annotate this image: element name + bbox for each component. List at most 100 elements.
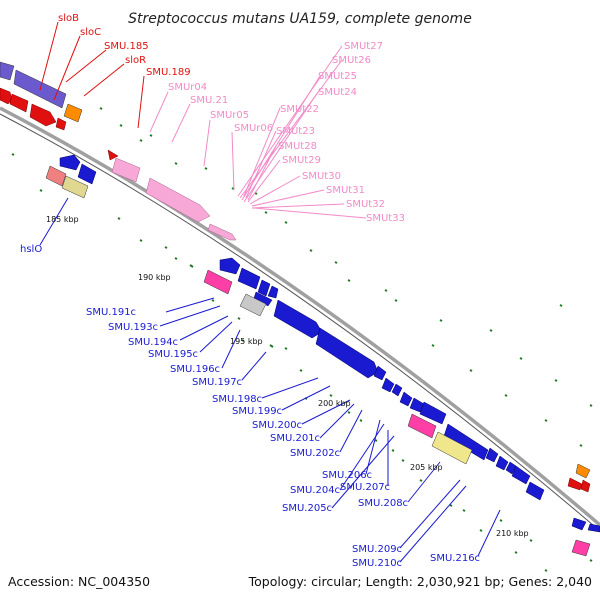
gene-blue-4	[237, 267, 261, 290]
gene-label: SMU.185	[104, 41, 149, 52]
topology-summary-text: Topology: circular; Length: 2,030,921 bp…	[248, 574, 592, 589]
gene-label: SMUt29	[282, 155, 321, 166]
gene-label: SMU.216c	[430, 553, 480, 564]
gene-salmon	[45, 165, 67, 187]
gene-blue-23	[587, 523, 600, 533]
gene-blue-13	[399, 391, 413, 407]
gene-label: sloC	[80, 27, 101, 38]
genome-backbone-inner	[0, 113, 600, 532]
gene-pink-1	[111, 157, 141, 183]
gene-red-7	[580, 479, 591, 493]
gene-label: SMUr04	[168, 82, 207, 93]
gene-label: SMU.206c	[322, 470, 372, 481]
gene-pink-3	[207, 223, 237, 241]
red-gene-features	[0, 87, 591, 493]
gene-label: SMU.191c	[86, 307, 136, 318]
gene-label: hslO	[20, 244, 42, 255]
gene-blue-22	[571, 517, 587, 531]
map-title: Streptococcus mutans UA159, complete gen…	[128, 11, 472, 27]
gene-label: SMU.194c	[128, 337, 178, 348]
gene-label: SMU.202c	[290, 448, 340, 459]
gene-red-6	[567, 477, 583, 491]
gene-magenta-1	[203, 269, 233, 295]
gene-blue-5	[257, 279, 271, 297]
gene-blue-9	[315, 327, 379, 379]
scale-label: 195 kbp	[230, 337, 263, 346]
gene-purple-1	[0, 61, 15, 81]
gene-label: SMUr05	[210, 110, 249, 121]
gene-label: sloB	[58, 13, 79, 24]
scale-label: 190 kbp	[138, 273, 171, 282]
gene-label: SMUt33	[366, 213, 405, 224]
gene-label: SMU.205c	[282, 503, 332, 514]
gene-blue-11	[381, 377, 395, 393]
gene-label: SMU.208c	[358, 498, 408, 509]
gene-label: SMU.200c	[252, 420, 302, 431]
gene-blue-19	[505, 461, 517, 475]
gene-label: SMUt30	[302, 171, 341, 182]
gene-blue-20	[511, 465, 531, 485]
gene-blue-16	[443, 423, 489, 461]
gene-label: SMU.201c	[270, 433, 320, 444]
accession-text: Accession: NC_004350	[8, 574, 150, 589]
gene-khaki-2	[431, 431, 473, 465]
gene-label: SMU.193c	[108, 322, 158, 333]
pink-gene-features	[111, 157, 237, 241]
gene-label: SMU.196c	[170, 364, 220, 375]
gene-magenta-2	[407, 413, 437, 439]
scale-label: 200 kbp	[318, 399, 351, 408]
gene-label: SMU.209c	[352, 544, 402, 555]
misc-gene-features	[45, 165, 591, 557]
scale-label: 205 kbp	[410, 463, 443, 472]
gene-blue-18	[495, 455, 509, 471]
gene-label: SMU.210c	[352, 558, 402, 569]
gene-red-3	[29, 103, 57, 127]
gene-label: SMUt26	[332, 55, 371, 66]
label-connectors-blue	[39, 197, 501, 563]
gene-label: SMU.198c	[212, 394, 262, 405]
gene-label: SMU.199c	[232, 406, 282, 417]
gene-blue-3	[219, 257, 241, 275]
gene-blue-6	[267, 285, 279, 299]
gene-label: SMUt27	[344, 41, 383, 52]
gene-label: SMU.204c	[290, 485, 340, 496]
gene-khaki-1	[61, 175, 89, 199]
gene-red-2	[9, 93, 29, 113]
gene-label: SMUr06	[234, 123, 273, 134]
gene-label: SMUt31	[326, 185, 365, 196]
blue-gene-features	[59, 154, 600, 533]
red-gene-labels: sloB sloC SMU.185 sloR SMU.189	[58, 13, 191, 78]
label-connectors-red	[39, 21, 145, 129]
gene-blue-8	[273, 299, 323, 339]
gene-blue-12	[391, 383, 403, 397]
gene-blue-14	[409, 397, 425, 413]
gene-label: SMUt28	[278, 141, 317, 152]
gene-label: SMUt23	[276, 126, 315, 137]
gene-blue-21	[525, 481, 545, 501]
gene-label: SMUt32	[346, 199, 385, 210]
gene-red-1	[0, 87, 13, 105]
gene-label: SMUt22	[280, 104, 319, 115]
gene-label: SMU.195c	[148, 349, 198, 360]
gene-blue-7	[253, 291, 273, 307]
gene-label: SMU.189	[146, 67, 191, 78]
genome-backbone	[0, 106, 600, 527]
scale-labels: 185 kbp 190 kbp 195 kbp 200 kbp 205 kbp …	[46, 215, 529, 538]
gene-red-5	[107, 149, 119, 161]
gene-blue-15	[419, 401, 447, 425]
gene-orange-1	[63, 103, 83, 123]
gene-blue-1	[59, 154, 81, 171]
scale-label: 210 kbp	[496, 529, 529, 538]
gene-orange-2	[575, 463, 591, 479]
gene-magenta-3	[571, 539, 591, 557]
gene-label: SMUt24	[318, 87, 357, 98]
blue-gene-labels: hslO SMU.191c SMU.193c SMU.194c SMU.195c…	[20, 244, 480, 569]
pink-gene-labels: SMUr04 SMU.21 SMUr05 SMUr06 SMUt27 SMUt2…	[168, 41, 405, 224]
gene-label: SMUt25	[318, 71, 357, 82]
gene-blue-10	[373, 365, 387, 381]
gene-label: sloR	[125, 55, 146, 66]
gene-pink-2	[145, 177, 211, 223]
label-connectors-pink	[149, 45, 367, 219]
gene-blue-2	[77, 163, 97, 185]
